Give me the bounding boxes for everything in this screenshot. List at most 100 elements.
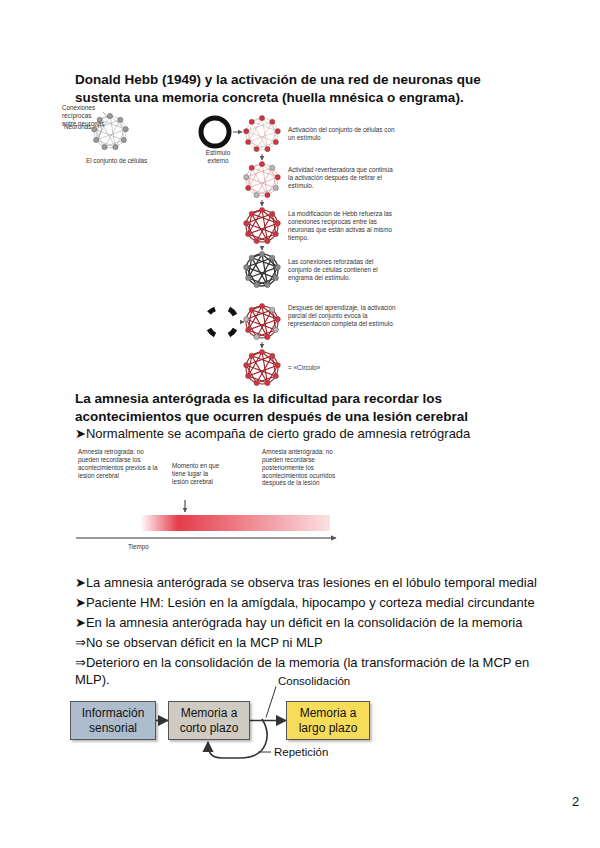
step-note: = «Círculo» <box>288 364 398 372</box>
neuron-cluster <box>244 349 281 385</box>
bullet-text: ➤Paciente HM: Lesión en la amígdala, hip… <box>75 595 565 612</box>
flow-arrow <box>156 720 168 722</box>
neuron <box>275 265 280 270</box>
part-label: Estímulo externo <box>202 149 234 165</box>
neuron <box>246 275 251 280</box>
neuron <box>270 211 275 216</box>
connection <box>246 210 278 242</box>
neuron <box>273 275 278 280</box>
neuron <box>254 282 259 287</box>
neuron <box>246 139 251 144</box>
axis-label: Tiempo <box>128 543 168 551</box>
neuron <box>275 221 280 226</box>
neuron <box>275 317 280 322</box>
step-note: Las conexiones reforzadas del conjunto d… <box>288 258 398 282</box>
timeline-label: Amnesia retrógrada: no pueden recordarse… <box>78 448 160 479</box>
arrow <box>262 154 263 160</box>
connection <box>246 131 256 149</box>
neuron <box>273 327 278 332</box>
neuron <box>244 363 249 368</box>
node-text: Memoria a corto plazo <box>175 706 243 735</box>
neuron <box>254 146 259 151</box>
bullet-text: ⇒No se observan déficit en la MCP ni MLP <box>75 635 565 652</box>
arrow <box>240 322 244 323</box>
connection <box>248 177 278 188</box>
neuron-cluster <box>244 207 281 243</box>
connection <box>246 306 278 338</box>
neuron <box>265 282 270 287</box>
neuron <box>275 175 280 180</box>
connection <box>115 129 125 147</box>
neuron <box>118 117 123 122</box>
arrow <box>262 200 263 206</box>
neuron <box>259 115 264 120</box>
neuron <box>246 185 251 190</box>
neuron <box>244 175 249 180</box>
neuron <box>259 207 264 212</box>
neuron <box>92 127 97 132</box>
neuron <box>259 251 264 256</box>
connection <box>94 129 104 147</box>
neuron <box>249 119 254 124</box>
process-box: Información sensorial <box>70 701 156 740</box>
neuron <box>246 327 251 332</box>
process-box: Memoria a corto plazo <box>168 701 250 740</box>
arrow <box>262 342 263 348</box>
neuron <box>244 221 249 226</box>
section-heading: La amnesia anterógrada es la dificultad … <box>75 390 545 426</box>
neuron <box>244 317 249 322</box>
neuron-cluster <box>244 303 281 339</box>
neuron-cluster <box>244 251 281 287</box>
neuron <box>265 238 270 243</box>
neuron <box>265 192 270 197</box>
neuron <box>265 380 270 385</box>
bullet-text: ➤En la amnesia anterógrada hay un défici… <box>75 615 565 632</box>
neuron <box>275 363 280 368</box>
part-label: Neuronas <box>64 123 96 131</box>
node-text: Memoria a largo plazo <box>293 706 363 735</box>
time-axis <box>76 537 336 538</box>
neuron <box>273 185 278 190</box>
neuron <box>246 373 251 378</box>
neuron <box>259 349 264 354</box>
neuron <box>123 127 128 132</box>
connection <box>94 129 124 140</box>
connection <box>246 267 276 278</box>
neuron <box>113 144 118 149</box>
neuron-cluster <box>92 113 129 149</box>
neuron <box>254 238 259 243</box>
connection <box>246 177 276 188</box>
connection <box>246 164 278 196</box>
neuron <box>102 144 107 149</box>
neuron <box>244 265 249 270</box>
amnesia-band <box>140 515 330 531</box>
step-note: Activación del conjunto de células con u… <box>288 126 398 142</box>
annotation-label: Repetición <box>274 745 354 760</box>
neuron <box>249 255 254 260</box>
node-text: Información sensorial <box>77 706 149 735</box>
neuron <box>270 255 275 260</box>
flow-arrow <box>250 720 286 722</box>
connection <box>246 352 278 384</box>
bullet-text: ➤Normalmente se acompaña de cierto grado… <box>75 426 555 443</box>
edge-label: Consolidación <box>276 675 352 687</box>
neuron-cluster <box>244 161 281 197</box>
neuron <box>265 334 270 339</box>
connection <box>267 131 277 149</box>
neuron <box>273 373 278 378</box>
step-note: La modificación de Hebb refuerza las con… <box>288 210 400 241</box>
neuron <box>249 211 254 216</box>
connection <box>246 131 276 142</box>
neuron <box>246 231 251 236</box>
neuron <box>270 119 275 124</box>
step-note: Después del aprendizaje, la activación p… <box>288 304 403 328</box>
neuron <box>254 334 259 339</box>
neuron <box>249 353 254 358</box>
neuron <box>254 192 259 197</box>
connection <box>246 319 276 330</box>
bullet-text: ➤La amnesia anterógrada se observa tras … <box>75 575 565 592</box>
step-note: Actividad reverberadora que continúa la … <box>288 166 398 190</box>
neuron <box>244 129 249 134</box>
timeline-label: Momento en que tiene lugar la lesión cer… <box>172 462 222 486</box>
page-number: 2 <box>572 794 592 811</box>
